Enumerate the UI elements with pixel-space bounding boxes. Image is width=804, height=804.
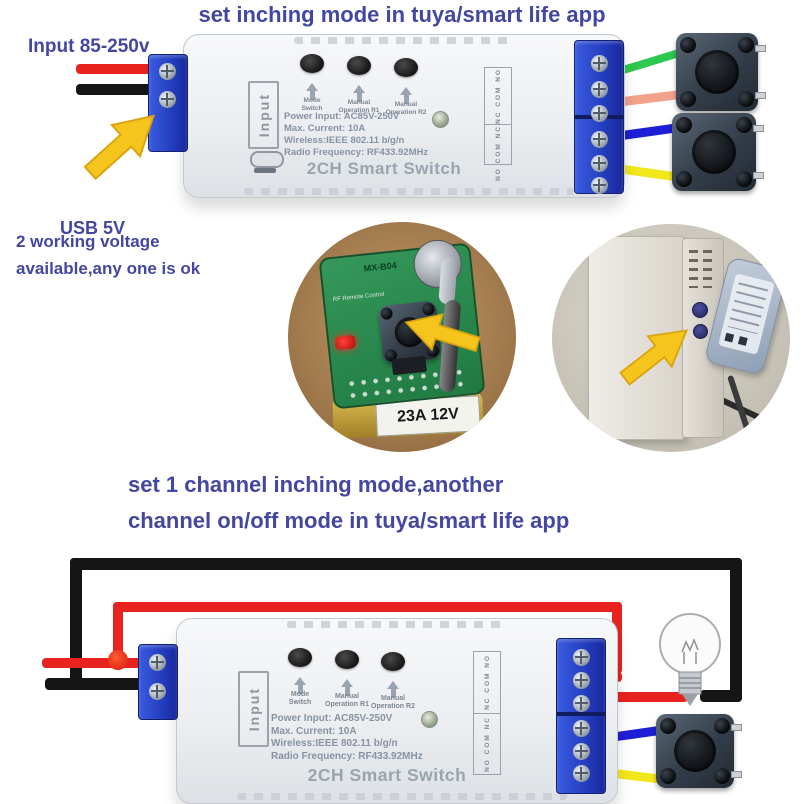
wire-red-no-to-bulb [570,692,688,702]
terminal-screw [159,63,176,80]
terminal-screw [573,672,590,689]
wall-unit-button-2 [693,324,708,339]
input-side-label-box: Input [248,81,279,149]
terminal-divider [557,712,605,716]
input-terminal-block-top [148,54,188,152]
light-bulb [659,613,721,706]
title-set-1-channel-line1: set 1 channel inching mode,another [128,472,504,497]
wire-red-left-riser [113,602,123,663]
up-arrow-icon [387,675,399,698]
pcb-model-label: MX-B04 [363,260,398,274]
up-arrow-icon [306,77,318,100]
wire-black-top-run [70,558,742,570]
input-terminal-block-bottom [138,644,178,720]
vent-slots [703,250,712,288]
usb-pointer-arrow-icon [83,114,155,181]
terminal-labels-relay2: NO COM NC [494,124,502,181]
voltage-note-line1: 2 working voltage [16,232,160,251]
terminal-screw [149,683,166,700]
terminal-screw [591,131,608,148]
status-led [421,711,438,728]
manual-r2-button [394,58,418,77]
wire-red-top-run [113,602,622,612]
device-specs: Power Input: AC85V-250V Max. Current: 10… [284,111,429,158]
wire-black-right-drop [730,558,742,702]
input-side-label: Input [245,686,262,732]
label-input-voltage: Input 85-250v [28,36,150,57]
terminal-screw [159,91,176,108]
terminal-labels-relay1: NC COM NO [474,652,500,714]
red-led [334,334,357,351]
terminal-labels-relay1: NC COM NO [485,68,511,125]
terminal-label-strip: NC COM NO NO COM NC [484,67,512,181]
case-ridge [244,188,574,195]
push-button-inching [656,714,742,788]
terminal-screw [591,55,608,72]
vent-slots [689,250,698,288]
mode-switch-button [300,54,324,73]
case-ridge [294,37,514,44]
up-arrow-icon [353,79,365,102]
device-name: 2CH Smart Switch [307,765,467,785]
brand-logo-bar [254,168,276,173]
terminal-screw [573,720,590,737]
terminal-screw [149,654,166,671]
voltage-note-line2: available,any one is ok [16,259,201,278]
terminal-screw [591,177,608,194]
case-ridge [287,621,507,628]
case-ridge [237,793,567,800]
device-name: 2CH Smart Switch [306,159,462,178]
push-button-ch1 [676,33,766,111]
terminal-labels-relay2: NO COM NC [483,715,491,772]
up-arrow-icon [400,81,412,104]
pcb-silkscreen-text: RF Remote Control [332,291,385,304]
terminal-screw [591,155,608,172]
terminal-screw [591,105,608,122]
wire-red-input-top [76,64,160,74]
wire-black-to-input [45,678,161,690]
terminal-screw [573,765,590,782]
wire-junction-dot [108,650,128,670]
manual-r1-button [347,56,371,75]
label-usb-5v: USB 5V [60,218,126,238]
up-arrow-icon [294,671,306,694]
wire-black-left-drop [70,558,82,690]
wall-device-inset-photo [552,224,790,452]
terminal-screw [591,81,608,98]
title-set-inching-mode: set inching mode in tuya/smart life app [198,2,606,27]
wire-black-to-bulb [700,690,742,702]
title-set-1-channel-line2: channel on/off mode in tuya/smart life a… [128,508,570,533]
status-led [432,111,449,128]
mode-switch-button [288,648,312,667]
input-side-label-box: Input [238,671,269,747]
terminal-screw [573,743,590,760]
manual-r1-button [335,650,359,669]
push-button-ch2 [672,113,764,191]
output-terminal-block-bottom [556,638,606,794]
remote-control-inset-photo: 23A 12V MX-B04 RF Remote Control [288,222,516,452]
wire-red-to-input [42,658,162,668]
up-arrow-icon [341,673,353,696]
brand-logo [250,151,284,168]
output-terminal-block-top [574,40,624,194]
device-specs: Power Input: AC85V-250V Max. Current: 10… [271,713,423,762]
wire-black-input-top [76,84,160,95]
wall-buttons-arrow-icon [619,329,689,386]
remote-button-arrow-icon [404,313,481,353]
manual-r2-button [381,652,405,671]
terminal-screw [573,649,590,666]
terminal-screw [573,695,590,712]
wall-unit-button-1 [692,302,708,318]
terminal-label-strip: NC COM NO NO COM NC [473,651,501,775]
input-side-label: Input [255,92,272,138]
